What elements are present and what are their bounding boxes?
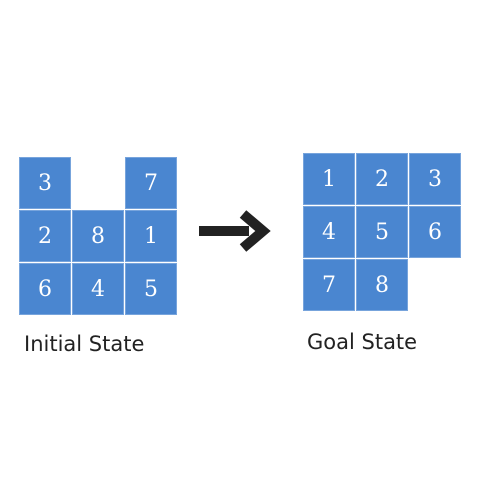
goal-tile: 5 bbox=[356, 206, 408, 258]
initial-tile: 5 bbox=[125, 263, 177, 315]
initial-tile: 7 bbox=[125, 157, 177, 209]
goal-state-label: Goal State bbox=[307, 330, 418, 354]
arrow-right-icon bbox=[199, 210, 271, 252]
goal-tile: 3 bbox=[409, 153, 461, 205]
goal-tile: 4 bbox=[303, 206, 355, 258]
initial-empty-slot bbox=[72, 157, 124, 209]
initial-tile: 4 bbox=[72, 263, 124, 315]
initial-tile: 6 bbox=[19, 263, 71, 315]
goal-tile: 7 bbox=[303, 259, 355, 311]
goal-empty-slot bbox=[409, 259, 461, 311]
initial-tile: 8 bbox=[72, 210, 124, 262]
initial-tile: 3 bbox=[19, 157, 71, 209]
goal-tile: 1 bbox=[303, 153, 355, 205]
initial-state-label: Initial State bbox=[24, 332, 145, 356]
goal-tile: 6 bbox=[409, 206, 461, 258]
initial-tile: 2 bbox=[19, 210, 71, 262]
goal-tile: 8 bbox=[356, 259, 408, 311]
initial-tile: 1 bbox=[125, 210, 177, 262]
goal-tile: 2 bbox=[356, 153, 408, 205]
